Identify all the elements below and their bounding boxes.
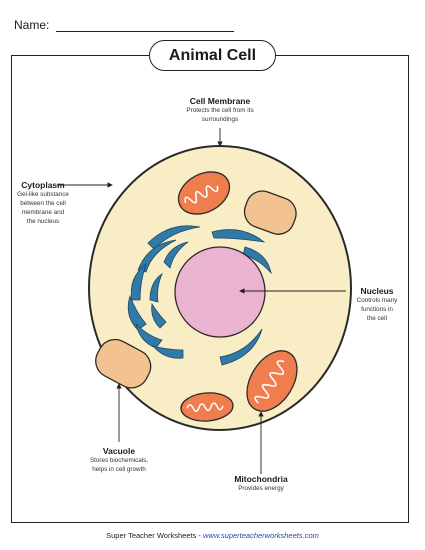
footer: Super Teacher Worksheets - www.superteac… [0, 531, 425, 540]
cytoplasm-label: Cytoplasm Gel-like substance between the… [14, 180, 72, 226]
mitochondrion-top-left [177, 171, 231, 215]
nucleus-desc-2: functions in [361, 306, 393, 313]
cytoplasm-desc-4: the nucleus [26, 218, 60, 225]
cytoplasm-title: Cytoplasm [21, 180, 65, 190]
cytoplasm-desc-1: Gel-like substance [17, 191, 69, 198]
cell-membrane-title: Cell Membrane [189, 96, 251, 106]
vacuole-desc-2: helps in cell growth [92, 466, 146, 473]
nucleus [174, 246, 266, 338]
footer-url[interactable]: www.superteacherworksheets.com [202, 531, 319, 540]
vacuole-desc-1: Stores biochemicals, [89, 457, 149, 464]
footer-brand: Super Teacher Worksheets [106, 531, 197, 540]
page-title: Animal Cell [149, 40, 276, 71]
mitochondrion-right [246, 350, 298, 412]
nucleus-label: Nucleus Controls many functions in the c… [344, 286, 410, 323]
vacuole-top-right [243, 190, 297, 235]
vacuole-label: Vacuole Stores biochemicals, helps in ce… [74, 446, 164, 474]
mitochondrion-bottom [180, 392, 234, 422]
mitochondria-title: Mitochondria [234, 474, 288, 484]
nucleus-desc-3: the cell [367, 315, 387, 322]
cell-membrane-desc-2: surroundings [201, 116, 239, 123]
footer-separator: - [196, 531, 203, 540]
vacuole-title: Vacuole [102, 446, 136, 456]
nucleus-title: Nucleus [360, 286, 394, 296]
mitochondria-label: Mitochondria Provides energy [216, 474, 306, 493]
cytoplasm-desc-3: membrane and [21, 209, 65, 216]
cell-membrane-label: Cell Membrane Protects the cell from its… [160, 96, 280, 124]
cytoplasm-desc-2: between the cell [20, 200, 66, 207]
mitochondria-desc-1: Provides energy [238, 485, 284, 492]
nucleus-desc-1: Controls many [356, 297, 398, 304]
cell-membrane-desc-1: Protects the cell from its [186, 107, 254, 114]
vacuole-left [95, 338, 152, 389]
name-field[interactable] [56, 31, 234, 32]
endoplasmic-reticulum [127, 225, 272, 366]
name-label: Name: [14, 18, 50, 32]
